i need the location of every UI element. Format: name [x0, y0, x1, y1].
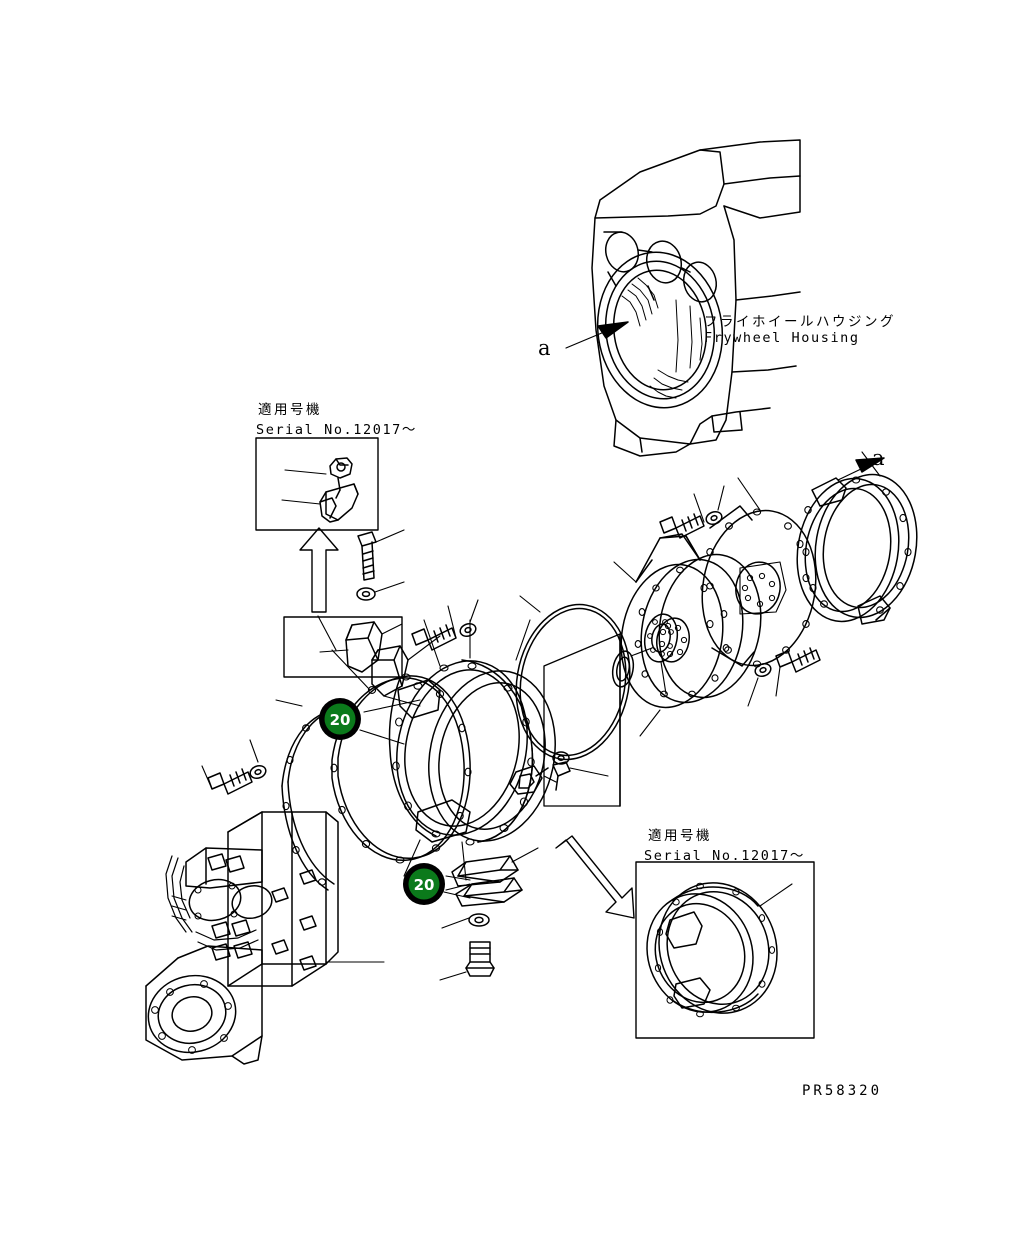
part-transmission-body	[145, 811, 385, 1065]
fastener-group-left-transmission	[201, 739, 267, 795]
inset-top-left-caption-jp: 適用号機	[258, 402, 322, 418]
svg-text:20: 20	[414, 876, 435, 894]
fastener-group-bottom-center	[439, 913, 495, 981]
part-torque-converter	[613, 533, 762, 737]
fastener-group-mid-left	[411, 599, 479, 651]
drawing-code: PR58320	[802, 1083, 883, 1099]
inset-bottom-right-box	[635, 861, 815, 1039]
inset-top-left-box	[255, 437, 379, 531]
part-ring-gear-housing	[796, 451, 918, 625]
inset-bottom-right-caption-jp: 適用号機	[648, 828, 712, 844]
fastener-group-upper-right	[659, 485, 725, 539]
section-arrow-a-right	[837, 457, 885, 481]
part-bearing-race	[611, 613, 679, 695]
part-flywheel-housing	[591, 139, 801, 457]
section-marker-a-right: a	[872, 446, 885, 470]
fastener-group-lower-right	[747, 647, 821, 707]
inset-link-arrow-up	[299, 527, 339, 613]
flywheel-housing-label-jp: フライホイールハウジング	[704, 314, 896, 330]
part-o-ring-seal	[515, 595, 631, 761]
inset-link-arrow-diagonal	[555, 835, 635, 919]
callout-marker-20-lower[interactable]: 20	[403, 863, 445, 905]
section-arrow-a-top	[565, 321, 629, 349]
inset-adapter-ring	[646, 882, 793, 1018]
section-marker-a-top: a	[538, 336, 551, 360]
part-drive-plate	[700, 477, 817, 668]
svg-text:20: 20	[330, 711, 351, 729]
leader-box-center	[543, 633, 621, 807]
callout-marker-20-upper[interactable]: 20	[319, 698, 361, 740]
part-shim-plate-group	[445, 847, 539, 907]
part-adapter-housing-ring-main	[388, 659, 556, 846]
inset-bottom-right-caption-en: Serial No.12017〜	[644, 848, 806, 864]
part-bracket-plates-left	[283, 616, 441, 707]
fastener-group-upper-left	[356, 529, 405, 601]
inset-top-left-caption-en: Serial No.12017〜	[256, 422, 418, 438]
flywheel-housing-label-en: Frywheel Housing	[704, 330, 860, 346]
